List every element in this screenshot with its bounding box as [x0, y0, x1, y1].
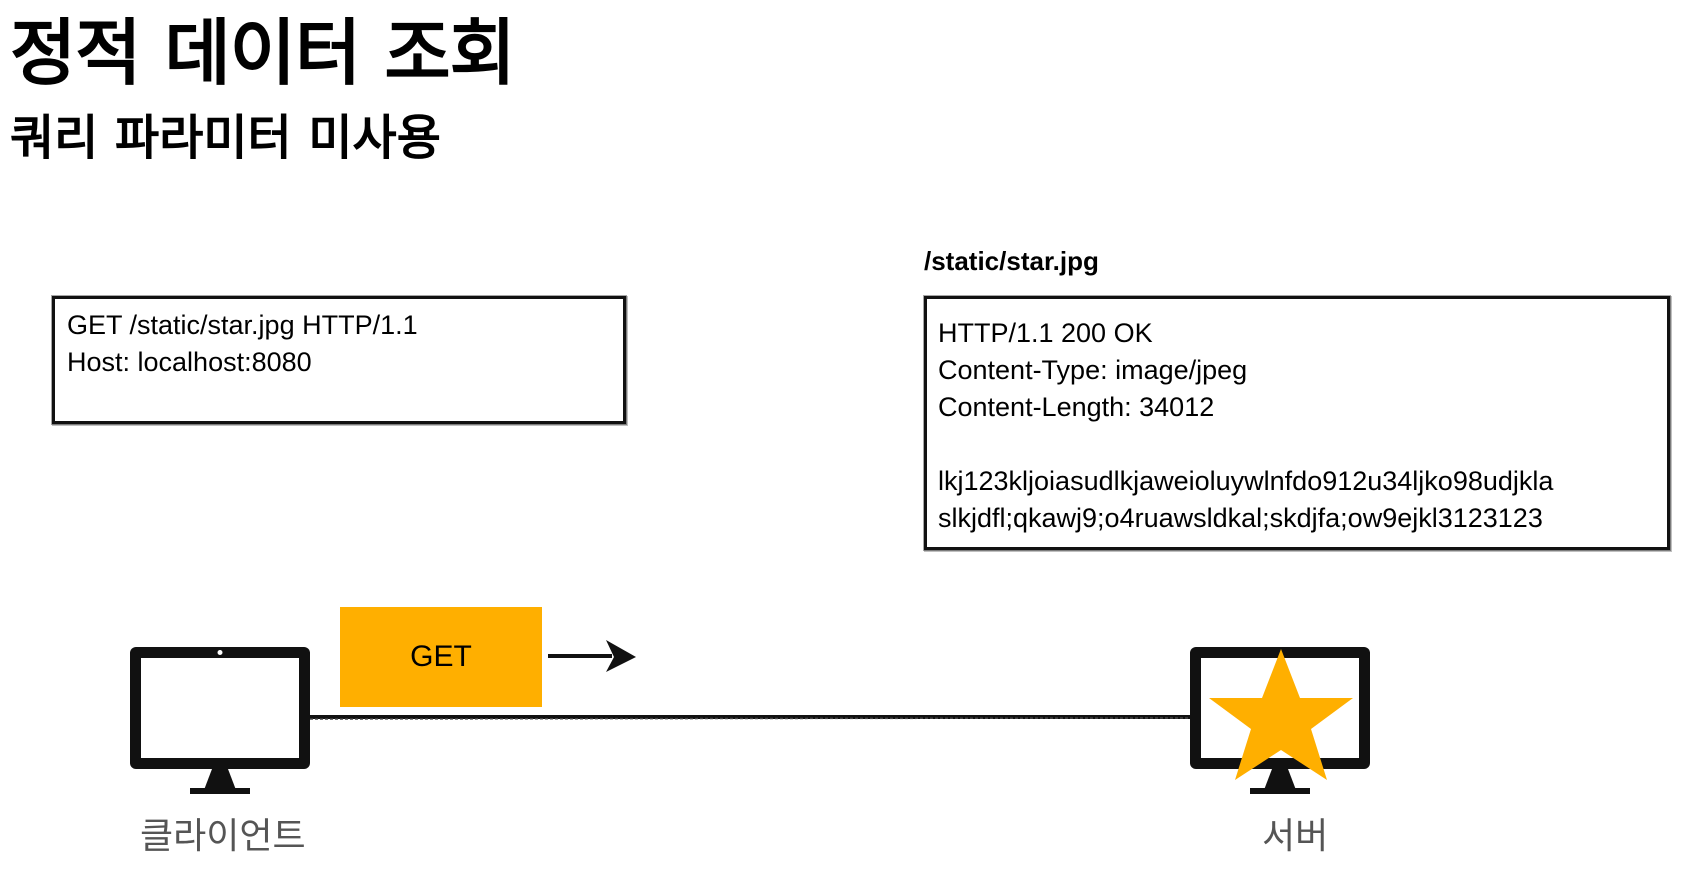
client-monitor-icon [130, 647, 310, 794]
arrow-right-icon [548, 640, 636, 672]
response-status-line: HTTP/1.1 200 OK [938, 318, 1153, 348]
request-line-1: GET /static/star.jpg HTTP/1.1 [67, 310, 418, 340]
response-path-label: /static/star.jpg [924, 246, 1099, 276]
response-body-line-1: lkj123kljoiasudlkjaweioluywlnfdo912u34lj… [938, 466, 1554, 496]
request-message-box: GET /static/star.jpg HTTP/1.1 Host: loca… [52, 296, 626, 424]
page-subtitle: 쿼리 파라미터 미사용 [10, 110, 441, 166]
server-label: 서버 [1262, 816, 1329, 857]
star-icon [1209, 649, 1353, 780]
get-method-badge: GET [340, 607, 542, 707]
connection-line [309, 715, 1193, 720]
client-label: 클라이언트 [140, 816, 306, 857]
response-blank-line [938, 426, 1667, 463]
response-message-box: HTTP/1.1 200 OK Content-Type: image/jpeg… [924, 296, 1670, 550]
server-monitor-icon [1190, 647, 1370, 794]
response-header-content-length: Content-Length: 34012 [938, 392, 1215, 422]
response-body-line-2: slkjdfl;qkawj9;o4ruawsldkal;skdjfa;ow9ej… [938, 503, 1543, 533]
response-header-content-type: Content-Type: image/jpeg [938, 355, 1248, 385]
page-title: 정적 데이터 조회 [10, 11, 516, 95]
request-line-2: Host: localhost:8080 [67, 347, 312, 377]
